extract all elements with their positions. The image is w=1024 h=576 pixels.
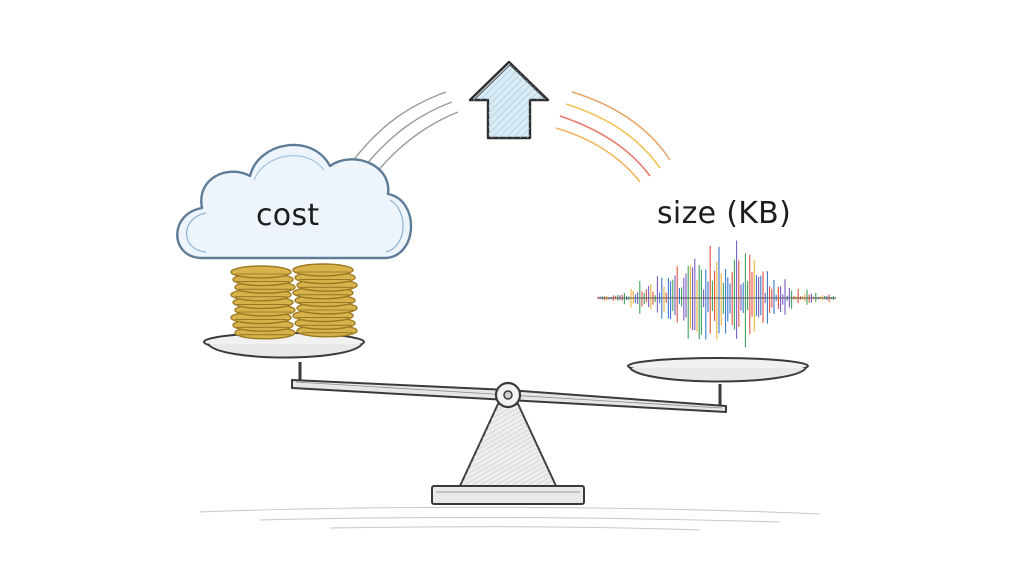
left-arcs: [351, 91, 459, 179]
audio-waveform-icon: [597, 240, 837, 348]
right-pan: [627, 357, 809, 406]
coin: [292, 263, 354, 277]
right-arcs: [555, 91, 671, 183]
cost-label: cost: [256, 198, 320, 233]
coin: [230, 265, 292, 279]
up-arrow-icon: [468, 60, 550, 140]
cloud-icon: [176, 143, 413, 260]
scale-stand: [431, 381, 585, 505]
coin-stack-icon: [230, 263, 358, 340]
left-pan: [203, 332, 365, 385]
ground-lines: [199, 506, 821, 531]
size-label: size (KB): [657, 196, 792, 231]
